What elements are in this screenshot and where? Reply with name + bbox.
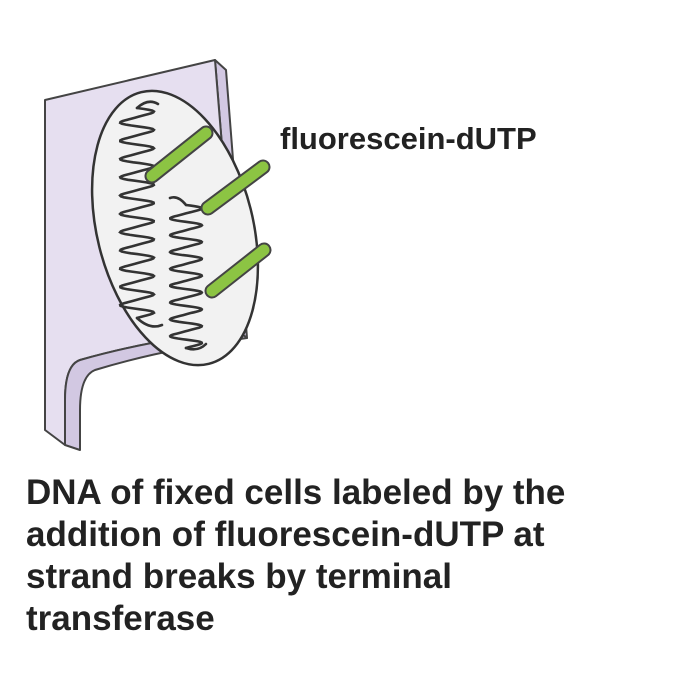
dna-strand-left — [118, 100, 164, 328]
dna-tail-left-top — [135, 100, 160, 110]
fluorescein-marker-3-fill — [206, 244, 270, 297]
diagram-caption: DNA of fixed cells labeled by the additi… — [26, 472, 676, 640]
tunel-diagram: fluorescein-dUTP — [44, 59, 537, 451]
fluorescein-dutp-label: fluorescein-dUTP — [280, 121, 537, 156]
slide-bottom-curl — [64, 329, 248, 451]
fluorescein-marker-2-fill — [202, 161, 269, 214]
dna-tail-left-bottom — [135, 316, 164, 328]
dna-tail-right-top — [168, 196, 188, 207]
caption-line-1: DNA of fixed cells labeled by the — [26, 473, 566, 512]
dna-tail-right-bottom — [184, 342, 208, 351]
fluorescein-dutp-markers — [144, 125, 272, 299]
caption-line-3: strand breaks by terminal — [26, 557, 452, 596]
dna-coil-right — [168, 203, 204, 350]
dna-coil-left — [118, 106, 156, 320]
fluorescein-marker-1-fill — [146, 127, 212, 182]
caption-line-4: transferase — [26, 599, 215, 638]
dna-strand-right — [168, 196, 208, 351]
caption-line-2: addition of fluorescein-dUTP at — [26, 515, 545, 554]
